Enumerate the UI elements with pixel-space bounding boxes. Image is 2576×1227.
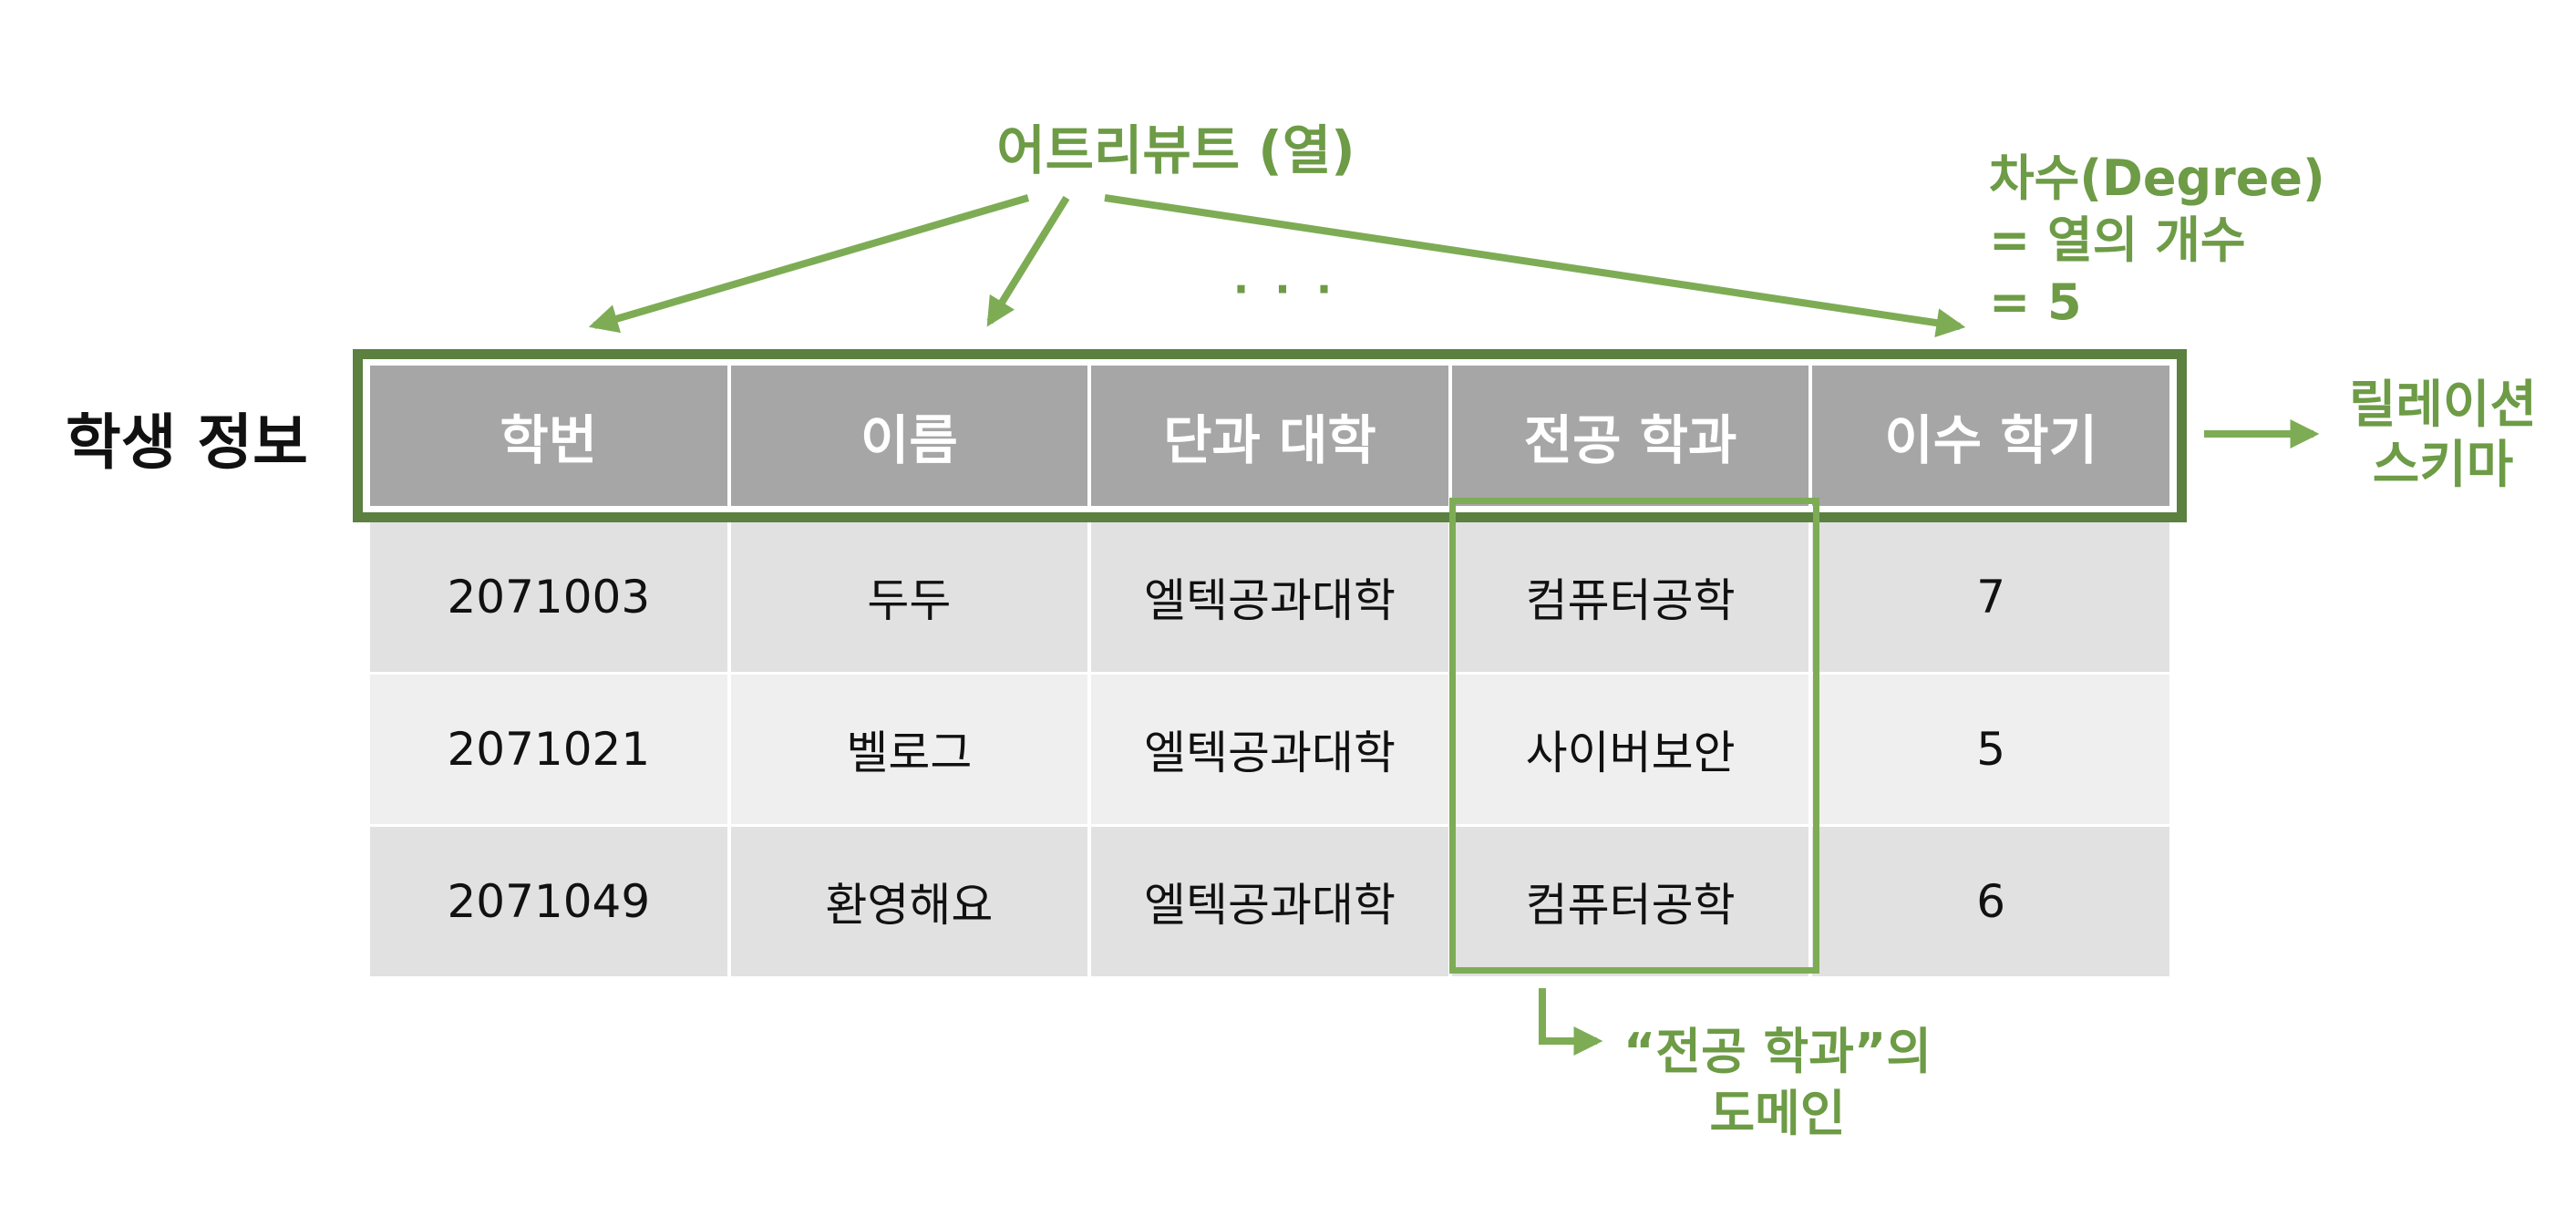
header-cell-student-id: 학번 (370, 366, 731, 506)
table-row: 2071003 두두 엘텍공과대학 컴퓨터공학 7 (370, 522, 2169, 672)
header-cell-major: 전공 학과 (1452, 366, 1813, 506)
table-cell: 6 (1976, 875, 2006, 928)
table-cell: 2071021 (370, 675, 731, 824)
table-cell: 두두 (731, 522, 1092, 672)
table-body: 2071003 두두 엘텍공과대학 컴퓨터공학 7 2071021 벨로그 엘텍… (370, 522, 2169, 976)
table-cell: 5 (1976, 723, 2006, 776)
relation-name: 학생 정보 (66, 407, 308, 478)
domain-label-line-2: 도메인 (1709, 1085, 1846, 1142)
relation-schema-frame (353, 349, 2187, 522)
schema-header-row: 학번 이름 단과 대학 전공 학과 이수 학기 (370, 366, 2169, 506)
table-cell: 엘텍공과대학 (1091, 522, 1452, 672)
domain-arrow (1539, 988, 1603, 1056)
table-row: 2071049 환영해요 엘텍공과대학 컴퓨터공학 6 (370, 824, 2169, 976)
table-cell: 2071003 (370, 522, 731, 672)
table-cell: 컴퓨터공학 (1452, 522, 1813, 672)
attribute-arrow-left (588, 194, 1030, 334)
table-row: 2071021 벨로그 엘텍공과대학 사이버보안 5 (370, 672, 2169, 824)
table-cell: 엘텍공과대학 (1091, 827, 1452, 976)
relation-schema-line-1: 릴레이션 (2348, 376, 2538, 435)
attribute-arrow-middle (986, 195, 1070, 327)
degree-line-1: 차수(Degree) (1989, 150, 2325, 207)
relation-schema-line-2: 스키마 (2372, 436, 2514, 495)
domain-highlight-box (1449, 498, 1819, 974)
header-cell-semesters: 이수 학기 (1884, 409, 2097, 471)
degree-line-2: = 열의 개수 (1989, 211, 2246, 269)
degree-annotation: 차수(Degree) = 열의 개수 = 5 (1989, 148, 2499, 334)
relation-schema-label: 릴레이션 스키마 (2334, 376, 2552, 496)
attribute-arrow-right (1104, 194, 1966, 338)
table-cell: 벨로그 (731, 675, 1092, 824)
table-cell: 7 (1976, 571, 2006, 624)
degree-line-3: = 5 (1989, 273, 2082, 331)
header-cell-college: 단과 대학 (1091, 366, 1452, 506)
domain-label: “전공 학과”의 도메인 (1586, 1021, 1969, 1145)
table-cell: 2071049 (370, 827, 731, 976)
table-cell: 컴퓨터공학 (1452, 827, 1813, 976)
domain-label-line-1: “전공 학과”의 (1623, 1023, 1932, 1080)
header-cell-name: 이름 (731, 366, 1092, 506)
table-cell: 환영해요 (731, 827, 1092, 976)
ellipsis: · · · (1232, 264, 1338, 314)
table-cell: 사이버보안 (1452, 675, 1813, 824)
attribute-label: 어트리뷰트 (열) (996, 119, 1355, 181)
